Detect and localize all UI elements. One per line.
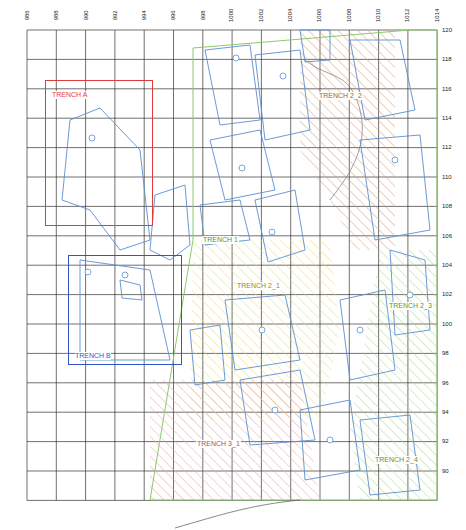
section-line xyxy=(175,500,300,528)
grid-coordinate: 992 xyxy=(112,9,119,21)
features xyxy=(62,30,430,495)
grid-coordinate: 114 xyxy=(441,115,453,122)
area-label: TRENCH 3_1 xyxy=(196,440,241,448)
grid xyxy=(27,30,437,500)
find-symbols xyxy=(85,55,413,463)
grid-coordinate: 108 xyxy=(441,203,453,210)
grid-coordinate: 1006 xyxy=(317,7,324,22)
grid-coordinate: 106 xyxy=(441,233,453,240)
grid-coordinate: 1002 xyxy=(258,7,265,22)
grid-coordinate: 98 xyxy=(441,350,450,357)
grid-coordinate: 998 xyxy=(199,9,206,21)
grid-coordinate: 112 xyxy=(441,144,453,151)
hatched-areas xyxy=(150,30,437,500)
grid-coordinate: 90 xyxy=(441,468,450,475)
trench-outline: TRENCH B xyxy=(68,255,182,365)
trench-label: TRENCH A xyxy=(52,91,87,99)
grid-coordinate: 120 xyxy=(441,27,453,34)
grid-coordinate: 116 xyxy=(441,86,453,93)
grid-coordinate: 1004 xyxy=(287,7,294,22)
grid-coordinate: 996 xyxy=(170,9,177,21)
trench-outline: TRENCH A xyxy=(45,80,153,226)
grid-coordinate: 1012 xyxy=(405,7,412,22)
grid-coordinate: 110 xyxy=(441,174,453,181)
grid-coordinate: 118 xyxy=(441,56,453,63)
area-label: TRENCH 1 xyxy=(202,236,239,244)
area-label: TRENCH 2_3 xyxy=(388,302,433,310)
trench-label: TRENCH B xyxy=(75,352,111,360)
area-label: TRENCH 2_2 xyxy=(318,92,363,100)
grid-coordinate: 94 xyxy=(441,409,450,416)
grid-coordinate: 1008 xyxy=(346,7,353,22)
grid-coordinate: 96 xyxy=(441,380,450,387)
grid-coordinate: 994 xyxy=(141,9,148,21)
grid-coordinate: 1010 xyxy=(375,7,382,22)
area-label: TRENCH 2_4 xyxy=(374,456,419,464)
grid-coordinate: 986 xyxy=(24,9,31,21)
grid-coordinate: 100 xyxy=(441,321,453,328)
grid-coordinate: 990 xyxy=(82,9,89,21)
grid-coordinate: 92 xyxy=(441,438,450,445)
area-label: TRENCH 2_1 xyxy=(236,282,281,290)
grid-coordinate: 102 xyxy=(441,291,453,298)
grid-coordinate: 988 xyxy=(53,9,60,21)
grid-coordinate: 104 xyxy=(441,262,453,269)
grid-coordinate: 1000 xyxy=(229,7,236,22)
grid-coordinate: 1014 xyxy=(434,7,441,22)
